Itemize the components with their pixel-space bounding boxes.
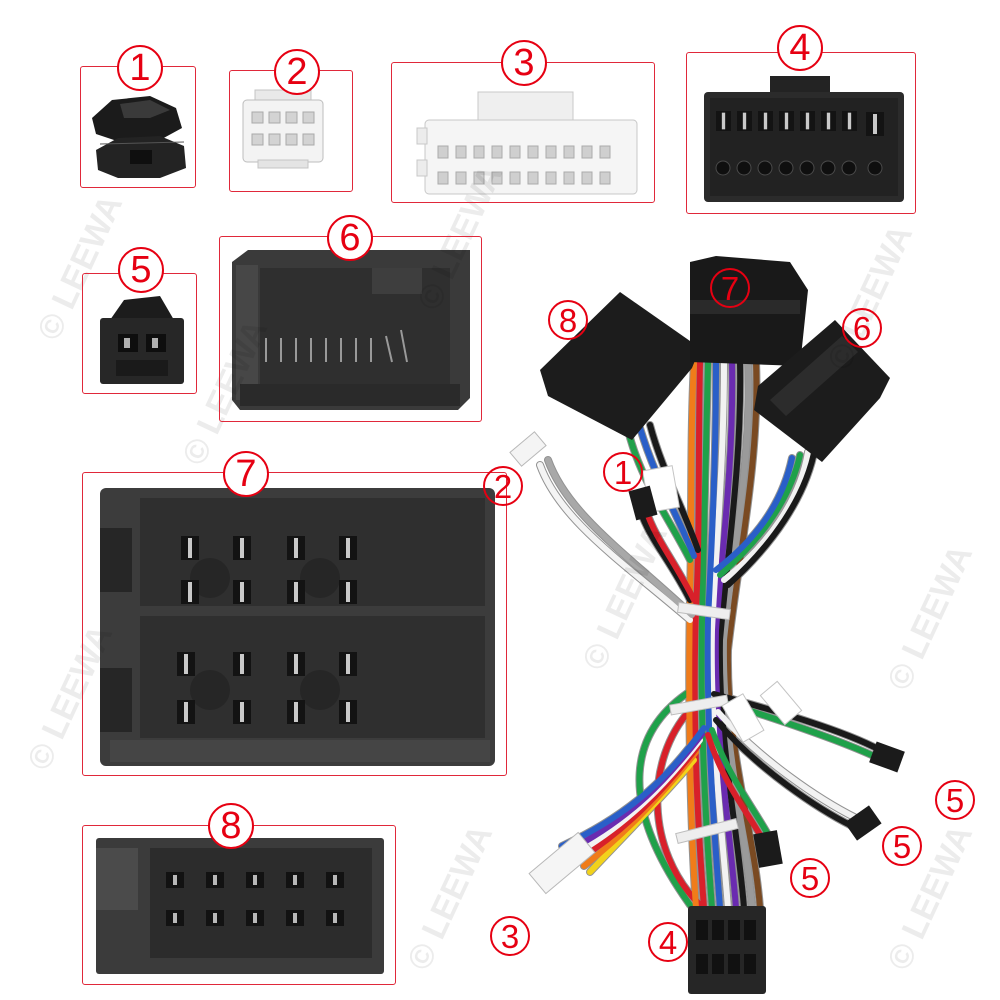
panel-callout-4: 4 [777,25,823,71]
harness-connector-3 [528,831,596,895]
harness-connector-5b [844,805,882,841]
panel-frame-8 [82,825,396,985]
harness-connector-2 [509,431,547,467]
harness-callout-8: 8 [548,300,588,340]
panel-callout-3: 3 [501,40,547,86]
harness-connector-5a [869,741,905,773]
harness-callout-5b: 5 [882,826,922,866]
harness-connectors [509,256,905,994]
panel-frame-7 [82,472,507,776]
harness-callout-4: 4 [648,922,688,962]
harness-callout-5a: 5 [935,780,975,820]
connector-2-closeup [242,89,324,169]
panel-callout-6: 6 [327,215,373,261]
harness-connector-5c [753,830,783,868]
panel-callout-5: 5 [118,247,164,293]
harness-connector-6 [754,320,890,462]
connector-1-closeup [92,96,186,178]
panel-callout-8: 8 [208,803,254,849]
connector-5-closeup [100,296,184,384]
panel-frame-4 [686,52,916,214]
connector-7-closeup [100,488,495,766]
connector-4-closeup [704,76,904,202]
harness-callout-7: 7 [710,268,750,308]
harness-callout-2: 2 [483,466,523,506]
harness-connector-8 [540,292,700,440]
harness-callout-1: 1 [603,452,643,492]
harness-callout-5c: 5 [790,858,830,898]
harness-callout-3: 3 [490,916,530,956]
panel-frame-6 [219,236,482,422]
harness-connector-4 [688,906,766,994]
harness-connector-1 [628,485,658,521]
panel-callout-2: 2 [274,49,320,95]
connector-3-closeup [416,91,638,195]
panel-callout-7: 7 [223,451,269,497]
harness-callout-6: 6 [842,308,882,348]
panel-callout-1: 1 [117,45,163,91]
connector-8-closeup [96,838,384,974]
connector-6-closeup [232,250,470,410]
cable-ties [668,601,739,844]
